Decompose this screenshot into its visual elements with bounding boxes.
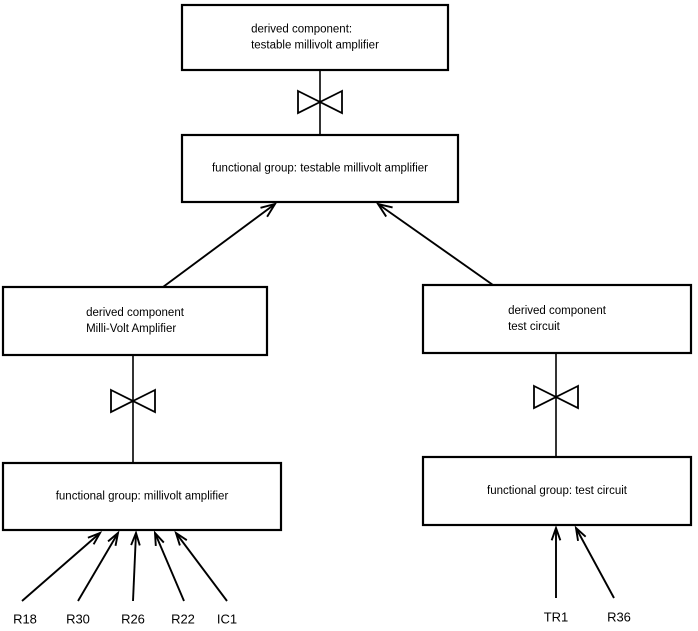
- node-box-fg-test-circuit[interactable]: [421, 455, 693, 527]
- arrow-millivolt-to-testable-arrowhead-icon: [260, 202, 278, 218]
- arrow-testcircuit-to-testable-arrowhead-icon: [375, 202, 393, 218]
- bowtie-top: [297, 70, 343, 135]
- node-label-fg-testable-millivolt-amplifier: functional group: testable millivolt amp…: [212, 163, 428, 175]
- node-fg-testable-millivolt-amplifier[interactable]: functional group: testable millivolt amp…: [180, 133, 460, 204]
- arrow-r36-arrowhead-icon: [574, 525, 587, 541]
- node-derived-testable-millivolt-amplifier[interactable]: derived component: testable millivolt amp…: [180, 3, 450, 72]
- arrow-tr1-arrowhead-icon: [550, 525, 562, 541]
- arrow-r36: [574, 525, 615, 599]
- arrow-r22-arrowhead-icon: [153, 530, 165, 547]
- arrow-r26: [130, 530, 141, 602]
- label-tr1: TR1: [544, 609, 569, 624]
- label-r30: R30: [66, 611, 90, 626]
- node-box-derived-milli-volt-amplifier[interactable]: [1, 285, 269, 357]
- label-r26: R26: [121, 611, 145, 626]
- bowtie-left: [110, 355, 156, 463]
- label-r22: R22: [171, 611, 195, 626]
- arrow-ic1-shaft: [175, 532, 228, 602]
- node-box-fg-millivolt-amplifier[interactable]: [1, 461, 283, 532]
- node-label-fg-millivolt-amplifier: functional group: millivolt amplifier: [56, 491, 229, 503]
- label-r36: R36: [607, 609, 631, 624]
- label-ic1: IC1: [217, 611, 237, 626]
- node-label-fg-test-circuit: functional group: test circuit: [487, 485, 628, 497]
- node-label-derived-testable-millivolt-amplifier-line1: derived component:: [251, 24, 352, 36]
- node-derived-test-circuit[interactable]: derived component test circuit: [421, 283, 693, 355]
- node-label-derived-milli-volt-amplifier-line2: Milli-Volt Amplifier: [86, 323, 176, 335]
- arrow-r36-shaft: [575, 527, 615, 599]
- node-label-derived-milli-volt-amplifier-line1: derived component: [86, 307, 185, 319]
- node-box-derived-test-circuit[interactable]: [421, 283, 693, 355]
- arrow-testcircuit-to-testable-shaft: [377, 203, 494, 286]
- arrow-millivolt-to-testable-shaft: [162, 203, 276, 288]
- bowtie-right: [533, 353, 579, 457]
- node-box-fg-testable-millivolt-amplifier[interactable]: [180, 133, 460, 204]
- arrow-r22: [153, 530, 185, 602]
- arrow-testcircuit-to-testable: [375, 202, 494, 286]
- bowtie-left-right-triangle-icon: [130, 388, 156, 414]
- node-fg-test-circuit[interactable]: functional group: test circuit: [421, 455, 693, 527]
- bowtie-top-left-triangle-icon: [297, 89, 323, 115]
- bowtie-right-left-triangle-icon: [533, 384, 559, 410]
- bowtie-left-left-triangle-icon: [110, 388, 136, 414]
- arrow-r30: [77, 530, 120, 602]
- arrow-r18-shaft: [21, 532, 101, 602]
- arrow-r30-arrowhead-icon: [107, 530, 120, 546]
- bowtie-right-right-triangle-icon: [553, 384, 579, 410]
- arrow-tr1: [550, 525, 562, 598]
- node-label-derived-test-circuit-line1: derived component: [508, 305, 607, 317]
- arrow-r22-shaft: [154, 532, 185, 602]
- arrow-r18-arrowhead-icon: [87, 531, 103, 545]
- node-label-derived-test-circuit-line2: test circuit: [508, 321, 561, 333]
- node-label-derived-testable-millivolt-amplifier-line2: testable millivolt amplifier: [251, 40, 379, 52]
- label-r18: R18: [13, 611, 37, 626]
- arrow-r26-arrowhead-icon: [130, 530, 141, 546]
- node-fg-millivolt-amplifier[interactable]: functional group: millivolt amplifier: [1, 461, 283, 532]
- bowtie-top-right-triangle-icon: [317, 89, 343, 115]
- arrow-r26-shaft: [132, 532, 137, 602]
- arrow-r30-shaft: [77, 532, 119, 602]
- arrow-ic1-arrowhead-icon: [174, 530, 188, 546]
- arrow-millivolt-to-testable: [162, 202, 278, 288]
- arrow-r18: [21, 531, 103, 602]
- node-box-derived-testable-millivolt-amplifier[interactable]: [180, 3, 450, 72]
- arrow-ic1: [174, 530, 228, 602]
